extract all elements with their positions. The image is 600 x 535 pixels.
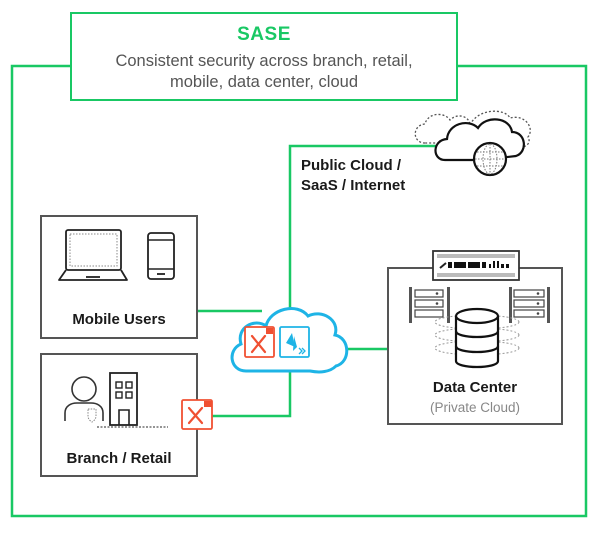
sase-subtitle-line1: Consistent security across branch, retai… <box>115 52 413 70</box>
branch-retail-label: Branch / Retail <box>66 450 172 467</box>
public-cloud-label-line2: SaaS / Internet <box>301 177 406 194</box>
sase-title-box: SASE Consistent security across branch, … <box>70 12 458 101</box>
data-center-sublabel: (Private Cloud) <box>429 400 521 415</box>
connector-public-cloud <box>288 144 440 318</box>
database-icon <box>434 307 520 369</box>
connector-branch <box>210 360 292 418</box>
firewall-service-icon[interactable] <box>244 326 275 358</box>
person-icon <box>64 376 104 423</box>
mobile-users-label: Mobile Users <box>72 311 166 328</box>
access-service-icon[interactable] <box>279 326 310 358</box>
public-cloud-label-line1: Public Cloud / <box>301 157 401 174</box>
sase-title: SASE <box>237 24 291 45</box>
public-cloud-label: Public Cloud / SaaS / Internet <box>301 156 405 196</box>
firewall-appliance-icon[interactable] <box>181 399 213 430</box>
network-appliance-icon <box>432 250 520 281</box>
laptop-icon <box>58 229 128 281</box>
globe-icon <box>472 141 508 177</box>
building-icon <box>97 372 168 428</box>
sase-outer-frame <box>10 64 588 518</box>
sase-subtitle-line2: mobile, data center, cloud <box>169 73 359 91</box>
data-center-label: Data Center <box>432 379 518 396</box>
server-rack-icon <box>409 287 450 323</box>
smartphone-icon <box>147 232 175 280</box>
server-rack-icon <box>509 287 550 323</box>
